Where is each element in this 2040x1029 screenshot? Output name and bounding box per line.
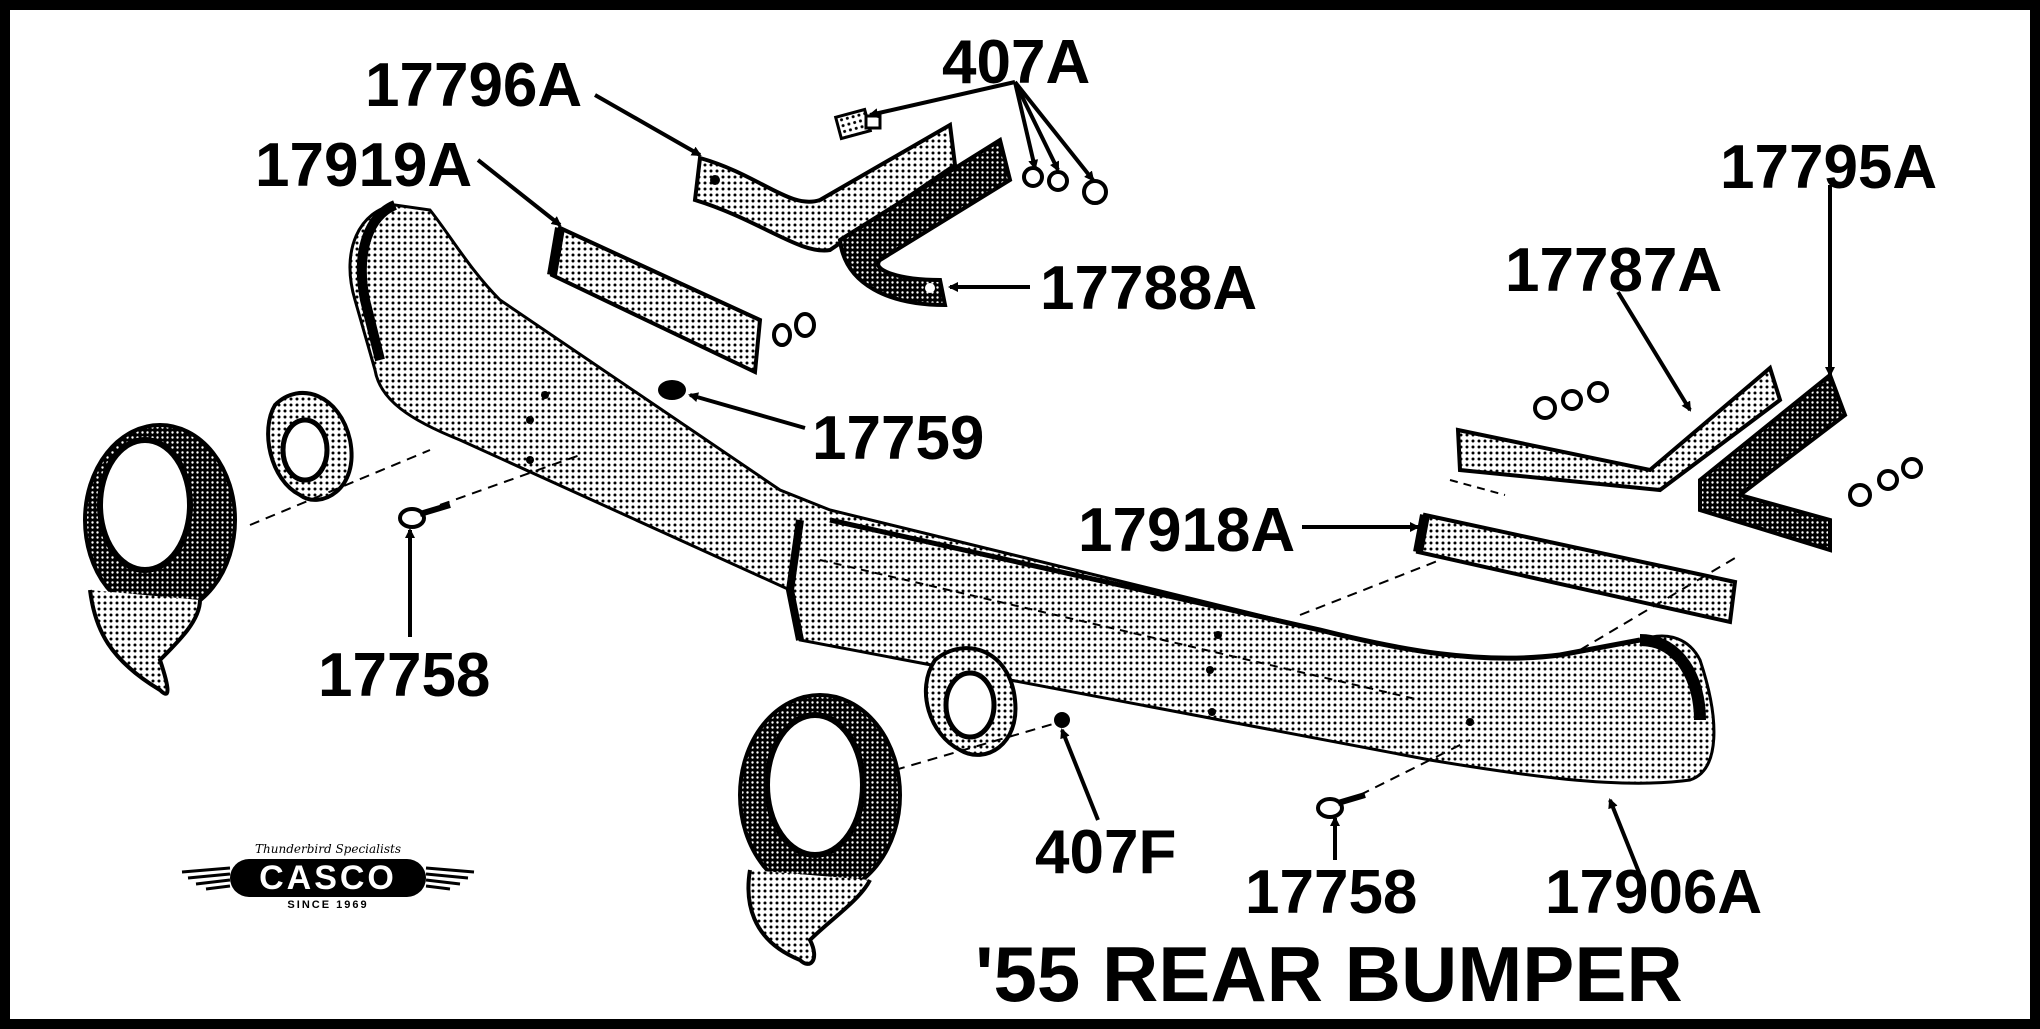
left-bumper-guard <box>83 423 237 696</box>
label-17906A: 17906A <box>1545 858 1763 927</box>
label-17788A: 17788A <box>1040 254 1258 323</box>
label-17796A: 17796A <box>365 51 583 120</box>
bracket-17918A <box>1413 512 1738 625</box>
right-bumper-guard <box>738 693 902 966</box>
bracket-17919A <box>547 225 816 376</box>
label-407F: 407F <box>1035 818 1177 887</box>
bracket-17788A <box>837 136 1013 308</box>
label-17759: 17759 <box>812 404 985 473</box>
label-17919A: 17919A <box>255 131 473 200</box>
label-17758-right: 17758 <box>1245 858 1418 927</box>
label-407A: 407A <box>942 28 1091 97</box>
logo-since: SINCE 1969 <box>287 899 369 911</box>
nut-407F <box>1054 712 1070 728</box>
label-17787A: 17787A <box>1505 236 1723 305</box>
left-guard-housing <box>266 390 354 502</box>
bracket-17795A <box>1698 371 1848 553</box>
logo-wings-icon <box>181 866 475 891</box>
logo-name: CASCO <box>230 859 426 897</box>
casco-logo: Thunderbird Specialists CASCO SINCE 1969 <box>178 842 478 916</box>
label-17918A: 17918A <box>1078 496 1296 565</box>
logo-tagline: Thunderbird Specialists <box>255 842 401 856</box>
right-guard-housing <box>924 646 1018 757</box>
bracket-17787A <box>1455 364 1783 493</box>
label-17795A: 17795A <box>1720 133 1938 202</box>
diagram-title: '55 REAR BUMPER <box>975 930 1683 1018</box>
label-17758-left: 17758 <box>318 641 491 710</box>
bolt-407A <box>833 107 1108 205</box>
carriage-bolt-17759 <box>658 380 686 400</box>
nuts-washers-right <box>1533 381 1923 507</box>
bolt-17758-left <box>398 502 451 529</box>
leader-lines <box>405 80 1835 876</box>
bumper-bar <box>348 200 1716 785</box>
bolt-17758-right <box>1316 792 1366 819</box>
